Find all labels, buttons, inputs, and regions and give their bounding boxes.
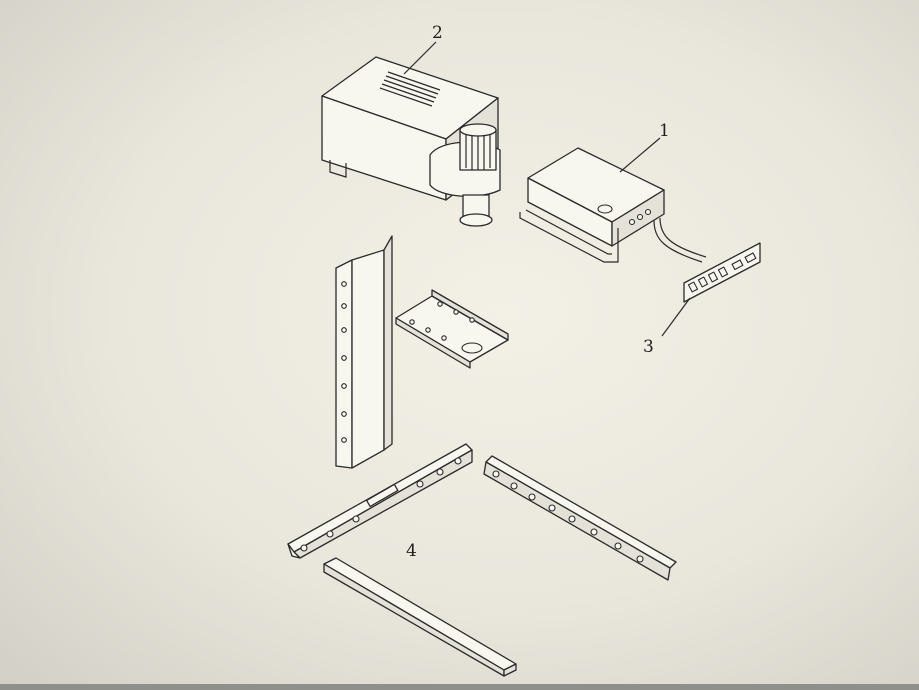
- motor-icon: [459, 123, 497, 171]
- bracket-hole-icon: [461, 342, 483, 354]
- screen-bottom-edge: [0, 684, 919, 690]
- frame-rail-right: [483, 455, 677, 581]
- fan-housing-unit: 2: [321, 23, 501, 227]
- rail-slot-icon: [365, 483, 399, 508]
- control-box-knob-icon: [597, 204, 613, 214]
- control-box-cable-left: [519, 212, 619, 263]
- post-flange-left: [335, 259, 353, 469]
- vent-slots-icon: [379, 71, 441, 107]
- frame-rail-bottom: [323, 557, 517, 677]
- switch-icon: [687, 281, 699, 293]
- callout-4-label: 4: [406, 541, 417, 561]
- frame-rail-left: [287, 443, 473, 559]
- callout-1-leader: [619, 137, 661, 173]
- mounting-bracket: [395, 289, 509, 369]
- vertical-channel-post: [335, 235, 393, 469]
- control-box-cable-right: [653, 219, 703, 263]
- callout-1-label: 1: [659, 121, 670, 141]
- control-box-unit: 1: [519, 121, 707, 263]
- callout-2-label: 2: [432, 23, 443, 43]
- switch-panel-unit: 3: [643, 242, 761, 357]
- post-web: [351, 249, 385, 469]
- callout-2-leader: [403, 41, 437, 75]
- callout-3-label: 3: [643, 337, 654, 357]
- post-flange-right: [383, 235, 393, 451]
- callout-3-leader: [661, 297, 691, 337]
